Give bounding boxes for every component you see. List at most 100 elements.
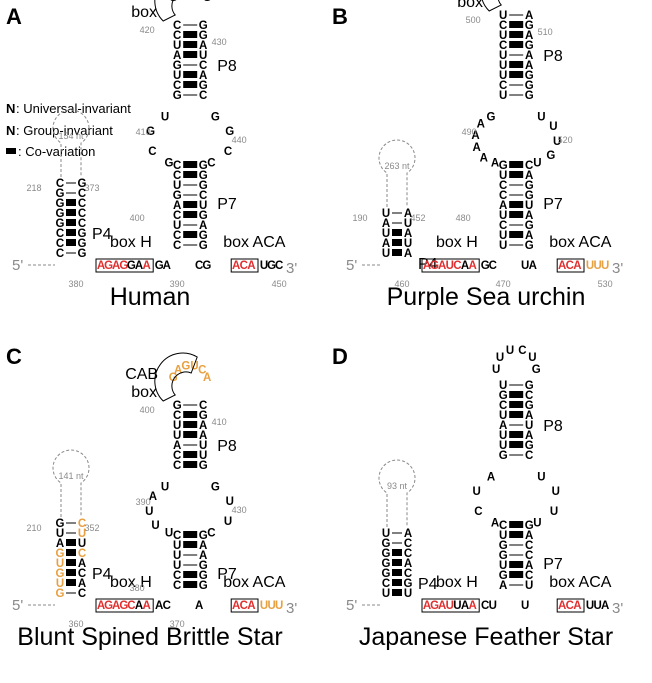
panel-letter: D (332, 344, 348, 369)
cab-box-outline (154, 0, 176, 22)
covariation-mark (183, 531, 198, 538)
covariation-mark (183, 581, 198, 588)
nucleotide: G (155, 260, 164, 272)
nucleotide: C (499, 400, 507, 412)
nucleotide: U (506, 345, 514, 357)
nucleotide: G (199, 240, 208, 252)
covariation-mark (509, 71, 524, 78)
nucleotide: U (404, 588, 412, 600)
collapsed-loop: 263 nt (378, 139, 416, 207)
nucleotide: U (525, 200, 533, 212)
nucleotide: A (199, 540, 207, 552)
nucleotide: A (135, 260, 143, 272)
nucleotide: C (566, 260, 574, 272)
nucleotide: A (56, 538, 64, 550)
five-prime-end: 5' (346, 257, 357, 274)
nucleotide: C (78, 568, 86, 580)
nucleotide: C (173, 460, 181, 472)
nucleotide: A (247, 600, 255, 612)
nucleotide: U (586, 600, 594, 612)
nucleotide: C (525, 160, 533, 172)
nucleotide: A (525, 410, 533, 422)
covariation-mark (509, 411, 524, 418)
nucleotide: U (173, 220, 181, 232)
nucleotide: C (199, 190, 207, 202)
cab-box-outline (154, 352, 198, 402)
nucleotide: G (199, 80, 208, 92)
nucleotide: G (78, 178, 87, 190)
nucleotide: U (267, 600, 275, 612)
nucleotide: G (430, 260, 439, 272)
covariation-mark (392, 239, 402, 246)
nucleotide: G (546, 150, 555, 162)
nucleotide: A (195, 600, 203, 612)
nucleotide: U (499, 560, 507, 572)
nucleotide: C (525, 540, 533, 552)
nucleotide: U (499, 380, 507, 392)
panel-letter: C (6, 344, 22, 369)
nucleotide: C (199, 60, 207, 72)
box-h-label: box H (436, 574, 478, 591)
nucleotide: A (525, 60, 533, 72)
nucleotide: A (404, 248, 412, 260)
nucleotide: G (499, 160, 508, 172)
nucleotide: A (468, 600, 476, 612)
nucleotide: C (173, 160, 181, 172)
nucleotide: G (199, 30, 208, 42)
nucleotide: G (525, 520, 534, 532)
three-prime-end: 3' (612, 600, 623, 617)
nucleotide: A (468, 260, 476, 272)
covariation-mark (509, 561, 524, 568)
nucleotide: A (525, 230, 533, 242)
nucleotide: A (471, 130, 479, 142)
box-aca-sequence-frame (230, 598, 259, 613)
position-number: 190 (352, 213, 367, 223)
nucleotide: U (224, 516, 232, 528)
nucleotide: G (499, 570, 508, 582)
nucleotide: G (382, 548, 391, 560)
nucleotide: G (199, 160, 208, 172)
covariation-mark (66, 559, 76, 566)
sequence-run: U (521, 600, 529, 612)
covariation-mark (183, 231, 198, 238)
nucleotide: C (240, 260, 248, 272)
nucleotide: U (145, 506, 153, 518)
nucleotide: G (199, 560, 208, 572)
nucleotide: A (135, 600, 143, 612)
nucleotide: U (499, 530, 507, 542)
nucleotide: G (211, 111, 220, 123)
nucleotide: A (404, 208, 412, 220)
position-number: 370 (170, 619, 185, 629)
collapsed-loop-size: 141 nt (58, 471, 84, 481)
nucleotide: C (404, 538, 412, 550)
nucleotide: U (533, 158, 541, 170)
nucleotide: U (550, 506, 558, 518)
nucleotide: U (151, 520, 159, 532)
covariation-mark (392, 229, 402, 236)
box-h-sequence-frame (95, 258, 154, 273)
nucleotide: C (173, 410, 181, 422)
nucleotide: C (489, 260, 497, 272)
nucleotide: G (199, 180, 208, 192)
nucleotide: U (499, 170, 507, 182)
nucleotide: U (226, 496, 234, 508)
nucleotide: A (499, 580, 507, 592)
nucleotide: U (528, 352, 536, 364)
nucleotide: A (199, 70, 207, 82)
collapsed-loop: 141 nt (52, 449, 90, 517)
position-number: 373 (84, 183, 99, 193)
nucleotide: A (199, 220, 207, 232)
nucleotide: U (275, 600, 283, 612)
nucleotide: C (56, 248, 64, 260)
nucleotide: A (173, 200, 181, 212)
nucleotide: A (174, 365, 182, 377)
